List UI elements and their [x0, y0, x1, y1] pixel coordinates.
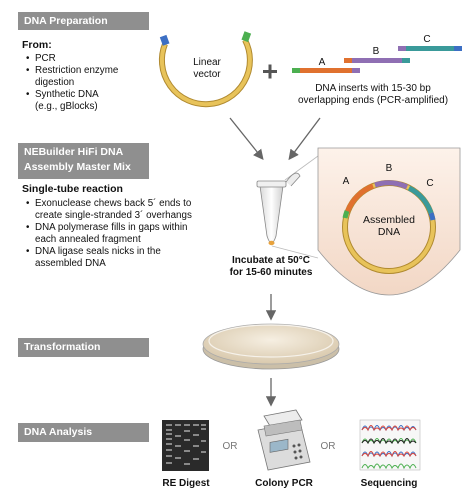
- sequencing-chromatogram-icon: [359, 419, 421, 471]
- circle-a-label: A: [342, 176, 350, 187]
- assembled-circle: [342, 180, 436, 274]
- source-item: Restriction enzyme digestion: [26, 65, 143, 89]
- linear-vector-label-text: Linear vector: [193, 57, 221, 80]
- inserts-caption-line2: overlapping ends (PCR-amplified): [297, 94, 449, 106]
- zoom-line-bottom: [271, 245, 319, 259]
- incubate-label: Incubate at 50°C for 15-60 minutes: [214, 255, 328, 278]
- sequencing-label: Sequencing: [360, 478, 418, 489]
- plus-sign: [263, 64, 277, 79]
- source-list: PCR Restriction enzyme digestion Synthet…: [26, 53, 148, 113]
- or-label-1: OR: [222, 441, 238, 452]
- assembly-master-mix-banner: NEBuilder HiFi DNA Assembly Master Mix: [18, 143, 149, 179]
- insert-c-label: C: [423, 34, 431, 45]
- assembly-title-line2: Assembly Master Mix: [24, 161, 131, 173]
- source-item: PCR: [26, 53, 148, 65]
- enlarged-tube: [317, 147, 461, 296]
- assembly-step: DNA ligase seals nicks in the assembled …: [26, 246, 165, 270]
- incubate-line1: Incubate at 50°C: [232, 255, 310, 266]
- microcentrifuge-tube-icon: [256, 172, 301, 246]
- assembled-dna-line1: Assembled: [363, 214, 415, 226]
- gel-icon: [162, 420, 209, 471]
- linear-vector: [158, 31, 253, 108]
- petri-dish-icon: [202, 323, 340, 370]
- incubate-line2: for 15-60 minutes: [229, 266, 313, 278]
- insert-a: [292, 68, 360, 73]
- insert-a-label: A: [318, 57, 326, 68]
- dna-analysis-banner: DNA Analysis: [18, 423, 149, 442]
- single-tube-subhead: Single-tube reaction: [22, 183, 123, 195]
- inserts-caption-line1: DNA inserts with 15-30 bp: [315, 83, 431, 94]
- colony-pcr-label: Colony PCR: [255, 478, 313, 489]
- arrow-inserts-to-tube: [288, 117, 321, 161]
- zoom-line-top: [284, 155, 319, 181]
- source-item: Synthetic DNA (e.g., gBlocks): [26, 89, 119, 113]
- circle-b-label: B: [385, 163, 393, 174]
- assembly-step: Exonuclease chews back 5´ ends to create…: [26, 198, 205, 222]
- thermocycler-icon: [257, 409, 311, 471]
- circle-c-label: C: [426, 178, 434, 189]
- vector-end-blue: [159, 34, 170, 46]
- assembled-dna-label: Assembled DNA: [354, 214, 424, 238]
- insert-b: [344, 58, 410, 63]
- re-digest-label: RE Digest: [162, 478, 210, 489]
- vector-end-green: [241, 31, 252, 43]
- dna-preparation-banner: DNA Preparation: [18, 12, 149, 30]
- linear-vector-label: Linear vector: [182, 57, 232, 80]
- assembly-title-line1: NEBuilder HiFi DNA: [24, 146, 124, 158]
- insert-c: [398, 46, 462, 51]
- assembled-dna-line2: DNA: [377, 225, 401, 238]
- inserts-caption: DNA inserts with 15-30 bp overlapping en…: [282, 83, 464, 106]
- transformation-banner: Transformation: [18, 338, 149, 357]
- insert-b-label: B: [372, 46, 380, 57]
- assembly-step: DNA polymerase fills in gaps within each…: [26, 222, 205, 246]
- assembly-steps-list: Exonuclease chews back 5´ ends to create…: [26, 198, 206, 270]
- from-label: From:: [22, 39, 52, 51]
- or-label-2: OR: [320, 441, 336, 452]
- arrow-vector-to-tube: [229, 117, 264, 161]
